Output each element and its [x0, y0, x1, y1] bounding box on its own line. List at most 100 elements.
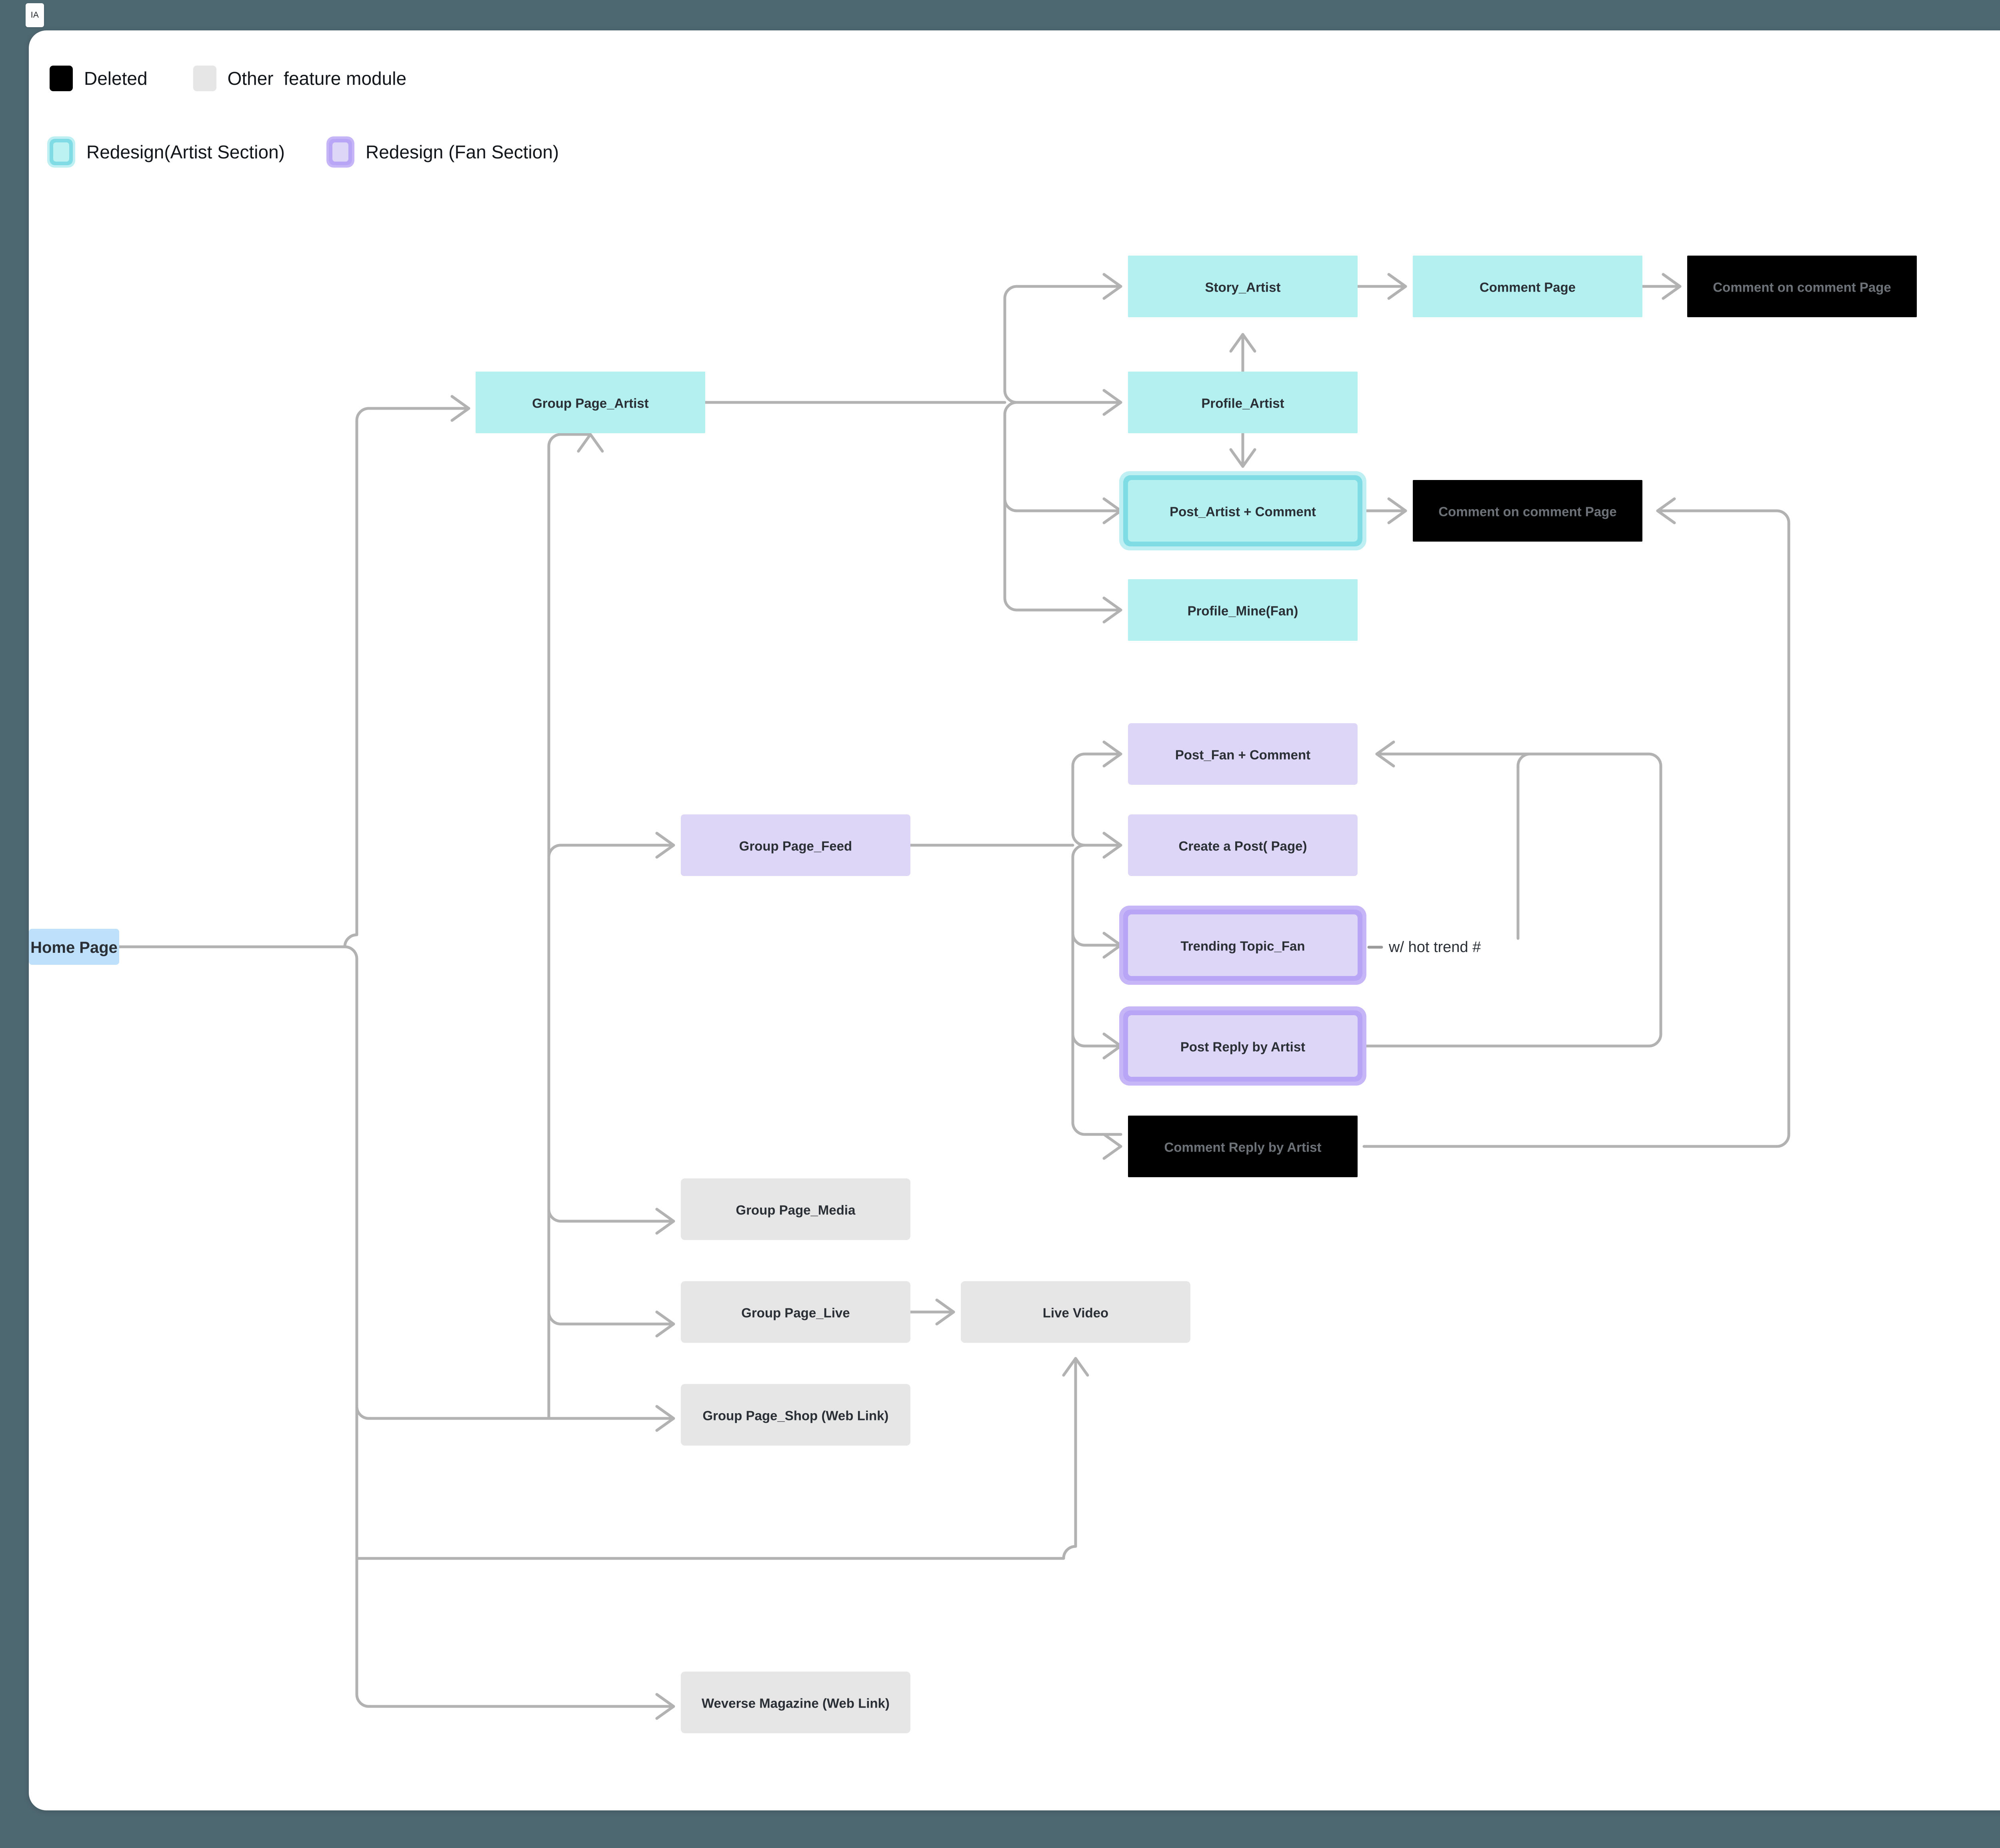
node-body[interactable]: [1128, 1015, 1358, 1077]
flow-node-post_fan[interactable]: Post_Fan + Comment: [1128, 723, 1358, 785]
arrowhead-live-video-bottom-in: [1062, 1357, 1089, 1377]
node-label: Group Page_Media: [736, 1203, 856, 1218]
legend-item-redesign-artist: Redesign(Artist Section): [47, 136, 285, 168]
flow-node-group_media[interactable]: Group Page_Media: [681, 1178, 910, 1240]
node-body[interactable]: [1128, 256, 1358, 317]
edge-hub-post-fan: [1071, 752, 1122, 847]
flow-node-group_artist[interactable]: Group Page_Artist: [476, 372, 705, 433]
arrowhead-profile-artist-in: [1102, 389, 1122, 416]
node-label: Comment on comment Page: [1438, 504, 1617, 519]
flow-node-live_video[interactable]: Live Video: [961, 1281, 1190, 1343]
legend-swatch-redesign-artist: [47, 136, 75, 168]
file-tab-ia[interactable]: IA: [26, 3, 44, 27]
flow-node-group_feed[interactable]: Group Page_Feed: [681, 814, 910, 876]
arrowhead-post-artist-top-in: [1229, 448, 1256, 468]
node-label: Group Page_Feed: [739, 839, 852, 854]
flow-node-home[interactable]: Home Page: [29, 929, 119, 965]
node-label: Group Page_Artist: [532, 396, 649, 411]
node-body[interactable]: [1128, 480, 1358, 542]
flow-node-trending_topic[interactable]: Trending Topic_Fan: [1119, 906, 1366, 985]
node-label: Story_Artist: [1205, 280, 1281, 295]
arrowhead-group-artist-bottom-in: [577, 433, 604, 453]
arrowhead-live-video-in: [935, 1298, 955, 1326]
node-label: Group Page_Shop (Web Link): [702, 1408, 888, 1423]
node-label: Post_Fan + Comment: [1175, 748, 1310, 762]
flow-node-weverse_mag[interactable]: Weverse Magazine (Web Link): [681, 1672, 910, 1733]
legend-label-other: Other feature module: [227, 68, 407, 89]
node-body[interactable]: [681, 1384, 910, 1446]
edge-hub-post-artist: [1003, 401, 1122, 512]
flow-node-post_reply[interactable]: Post Reply by Artist: [1119, 1006, 1366, 1086]
flow-node-group_shop[interactable]: Group Page_Shop (Web Link): [681, 1384, 910, 1446]
edge-hub-profile-mine: [1003, 413, 1122, 612]
flow-node-create_post[interactable]: Create a Post( Page): [1128, 814, 1358, 876]
node-body[interactable]: [1413, 256, 1642, 317]
edge-hub-story: [1003, 285, 1122, 404]
file-tab-label: IA: [30, 10, 39, 20]
flow-node-profile_artist[interactable]: Profile_Artist: [1128, 372, 1358, 433]
flow-node-post_artist[interactable]: Post_Artist + Comment: [1119, 471, 1366, 550]
node-body[interactable]: [1687, 256, 1917, 317]
arrowhead-create-post-in: [1102, 832, 1122, 859]
node-body[interactable]: [681, 1672, 910, 1733]
edge-post-reply-to-post-fan: [1362, 752, 1662, 1048]
legend-swatch-redesign-fan: [326, 136, 354, 168]
node-label: Group Page_Live: [741, 1306, 850, 1320]
edge-bottom-route-to-live-video: [355, 1357, 1077, 1560]
legend-item-other: Other feature module: [193, 66, 406, 91]
arrowhead-cocp-top-in: [1662, 273, 1682, 300]
arrowhead-profile-mine-in: [1102, 596, 1122, 624]
edge-hub-trending: [1071, 844, 1122, 947]
edge-trending-note-riser: [1516, 752, 1535, 940]
arrowhead-comment-reply-in: [1102, 1133, 1122, 1160]
arrowhead-group-media-in: [655, 1208, 675, 1235]
node-body[interactable]: [1413, 480, 1642, 542]
flow-node-cocp_top[interactable]: Comment on comment Page: [1687, 256, 1917, 317]
node-body[interactable]: [681, 1281, 910, 1343]
arrowhead-cocp-mid-back-in: [1656, 497, 1676, 524]
node-label: Comment Reply by Artist: [1164, 1140, 1321, 1155]
flow-node-comment_reply[interactable]: Comment Reply by Artist: [1128, 1116, 1358, 1177]
node-body[interactable]: [1128, 723, 1358, 785]
node-body[interactable]: [476, 372, 705, 433]
node-body[interactable]: [1128, 814, 1358, 876]
arrowhead-post-fan-in: [1102, 740, 1122, 768]
node-label: Home Page: [30, 939, 118, 956]
flow-node-story_artist[interactable]: Story_Artist: [1128, 256, 1358, 317]
node-label: Comment on comment Page: [1713, 280, 1891, 295]
node-body[interactable]: [961, 1281, 1190, 1343]
annotation-hot-trend: w/ hot trend #: [1388, 939, 1481, 956]
node-body[interactable]: [1128, 372, 1358, 433]
flow-node-group_live[interactable]: Group Page_Live: [681, 1281, 910, 1343]
arrowhead-post-fan-back-in: [1375, 740, 1395, 768]
legend-label-deleted: Deleted: [84, 68, 148, 89]
flow-node-cocp_mid[interactable]: Comment on comment Page: [1413, 480, 1642, 542]
flow-node-profile_mine[interactable]: Profile_Mine(Fan): [1128, 579, 1358, 641]
legend-row-1: Deleted Other feature module: [50, 66, 406, 91]
arrowhead-group-live-in: [655, 1310, 675, 1338]
node-label: Post_Artist + Comment: [1170, 504, 1316, 519]
edge-trunk2-live: [547, 1310, 675, 1326]
legend-label-redesign-fan: Redesign (Fan Section): [365, 142, 559, 162]
node-label: Trending Topic_Fan: [1180, 939, 1305, 954]
legend-swatch-other: [193, 66, 216, 91]
node-label: Comment Page: [1480, 280, 1576, 295]
diagram-canvas[interactable]: Deleted Other feature module Redesign(Ar…: [29, 30, 2000, 1810]
node-body[interactable]: [1128, 1116, 1358, 1177]
node-body[interactable]: [681, 1178, 910, 1240]
edge-home-trunk-down: [343, 945, 675, 1420]
edge-trunk2-feed: [547, 844, 675, 1420]
node-body[interactable]: [1128, 914, 1358, 976]
arrowhead-group-shop-in: [655, 1405, 675, 1432]
node-body[interactable]: [29, 929, 119, 965]
node-body[interactable]: [681, 814, 910, 876]
legend-item-redesign-fan: Redesign (Fan Section): [326, 136, 559, 168]
flow-node-comment_page[interactable]: Comment Page: [1413, 256, 1642, 317]
arrowhead-story-artist-bottom-in: [1229, 333, 1256, 353]
edge-home-to-magazine: [355, 957, 675, 1708]
arrowhead-weverse-mag-in: [655, 1693, 675, 1720]
node-body[interactable]: [1128, 579, 1358, 641]
edge-hub-comment-reply: [1071, 856, 1122, 1136]
node-label: Live Video: [1043, 1306, 1108, 1320]
